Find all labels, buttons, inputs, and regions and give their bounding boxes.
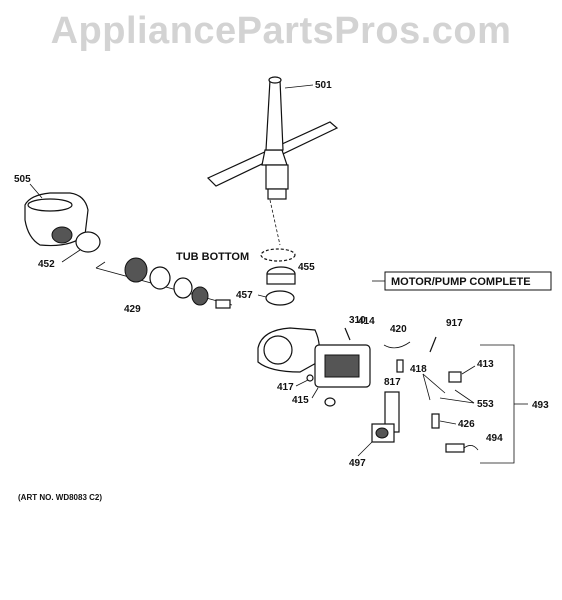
part-817[interactable] [396, 359, 404, 373]
part-426[interactable] [431, 413, 440, 429]
motor-pump-label-box [384, 271, 552, 291]
callout-497: 497 [349, 458, 366, 469]
pump-clamp[interactable] [265, 290, 295, 306]
solenoid-497[interactable] [371, 391, 400, 443]
callout-310: 310 [349, 315, 366, 326]
callout-452: 452 [38, 259, 55, 270]
sump-housing[interactable] [24, 192, 89, 247]
callout-426: 426 [458, 419, 475, 430]
lower-spray-arm[interactable] [206, 76, 339, 246]
callout-455: 455 [298, 262, 315, 273]
part-413[interactable] [448, 371, 462, 383]
callout-429: 429 [124, 304, 141, 315]
callout-417: 417 [277, 382, 294, 393]
bracket-420[interactable] [383, 341, 411, 349]
callout-505: 505 [14, 174, 31, 185]
part-417[interactable] [306, 374, 314, 382]
screw-917[interactable] [429, 336, 437, 353]
callout-420: 420 [390, 324, 407, 335]
callout-493: 493 [532, 400, 549, 411]
screw-414[interactable] [344, 327, 351, 341]
pump-internals-group[interactable] [95, 257, 233, 309]
callout-553: 553 [477, 399, 494, 410]
callout-501: 501 [315, 80, 332, 91]
art-number: (ART NO. WD8083 C2) [18, 493, 102, 502]
motor-pump-label: MOTOR/PUMP COMPLETE [391, 276, 531, 288]
watermark-text: AppliancePartsPros.com [50, 10, 512, 52]
callout-413: 413 [477, 359, 494, 370]
callout-418: 418 [410, 364, 427, 375]
part-494[interactable] [445, 443, 465, 453]
callout-414: 414 [358, 316, 375, 327]
callout-817: 817 [384, 377, 401, 388]
callout-917: 917 [446, 318, 463, 329]
motor-pump-assembly[interactable] [257, 327, 371, 407]
tub-bottom-label: TUB BOTTOM [176, 251, 249, 263]
callout-457: 457 [236, 290, 253, 301]
hose-clamp[interactable] [75, 231, 101, 253]
callout-415: 415 [292, 395, 309, 406]
callout-494: 494 [486, 433, 503, 444]
tub-seal-ring[interactable] [260, 248, 296, 262]
